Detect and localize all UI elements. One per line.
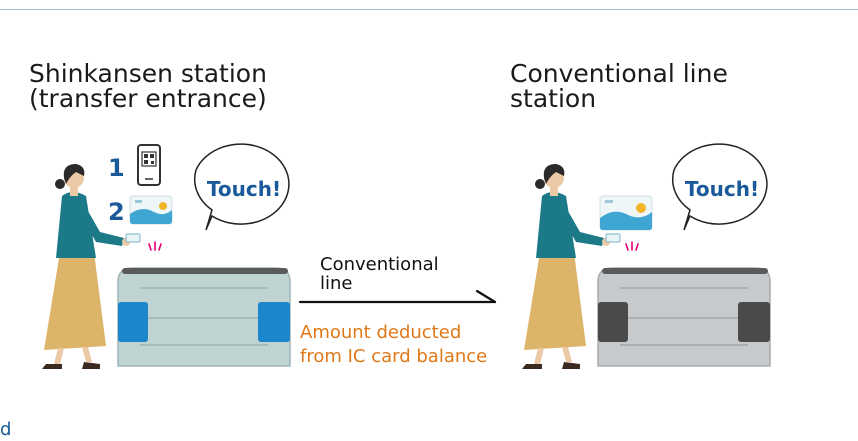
arm [560, 204, 604, 246]
qr-dot [144, 154, 148, 158]
arrow-label-line: line [320, 273, 353, 294]
arrow-head [475, 289, 497, 304]
woman-traveller-illustration [42, 164, 162, 369]
gate-side-panel [738, 302, 770, 342]
qr-dot [144, 160, 148, 164]
gate-side-panel [598, 302, 628, 342]
card-chip [135, 200, 142, 203]
step-1-number: 1 [108, 154, 125, 182]
woman-traveller-illustration [522, 164, 639, 369]
cut-off-text-fragment: d [0, 419, 12, 440]
ticket-gate-illustration [117, 267, 291, 367]
neck [550, 186, 558, 196]
ic-card-icon [129, 195, 173, 225]
heading-line: Conventional line [510, 59, 728, 88]
card-sun [159, 202, 167, 210]
hair-bun [535, 179, 545, 189]
ic-card-icon [125, 233, 141, 243]
arrow-label-line: Conventional [320, 254, 439, 275]
shoes [522, 362, 580, 369]
gate-side-panel [118, 302, 148, 342]
fare-deduction-note: Amount deducted from IC card balance [300, 321, 487, 369]
card-wave [600, 211, 652, 230]
skirt [524, 252, 586, 350]
hair [63, 164, 85, 184]
speech-bubble-left [193, 143, 290, 231]
card-chip [605, 200, 613, 203]
neck [70, 186, 78, 196]
touch-signal [148, 241, 162, 251]
touch-bubble-text: Touch! [684, 177, 760, 201]
right-arrow-line [298, 289, 497, 304]
legs [534, 347, 572, 364]
touch-signal [625, 241, 639, 251]
heading-line: Shinkansen station [29, 59, 267, 88]
shoes [42, 362, 100, 369]
card-wave [130, 208, 172, 224]
qr-dot [150, 154, 154, 158]
gate-top-edge [602, 268, 768, 274]
arm [80, 204, 124, 246]
legs [54, 347, 92, 364]
smartphone-qr-icon [137, 144, 161, 186]
heading-line: (transfer entrance) [29, 84, 267, 113]
speech-bubble-right [671, 143, 768, 231]
fare-note-line: from IC card balance [300, 346, 488, 367]
ic-card-icon [599, 195, 653, 231]
shinkansen-station-heading: Shinkansen station (transfer entrance) [29, 61, 267, 111]
fare-note-line: Amount deducted [300, 322, 462, 343]
gate-side-panel [258, 302, 290, 342]
ticket-gate-illustration [597, 267, 771, 367]
gate-top-edge [122, 268, 288, 274]
arrow-label: Conventional line [320, 255, 439, 293]
skirt [44, 252, 106, 350]
top-divider [0, 9, 858, 10]
card-sun [636, 203, 646, 213]
hair-bun [55, 179, 65, 189]
conventional-station-heading: Conventional line station [510, 61, 728, 111]
heading-line: station [510, 84, 597, 113]
touch-bubble-text: Touch! [206, 177, 282, 201]
ic-card-icon [605, 233, 621, 243]
hair [543, 164, 565, 184]
step-2-number: 2 [108, 198, 125, 226]
qr-dot [151, 161, 154, 164]
